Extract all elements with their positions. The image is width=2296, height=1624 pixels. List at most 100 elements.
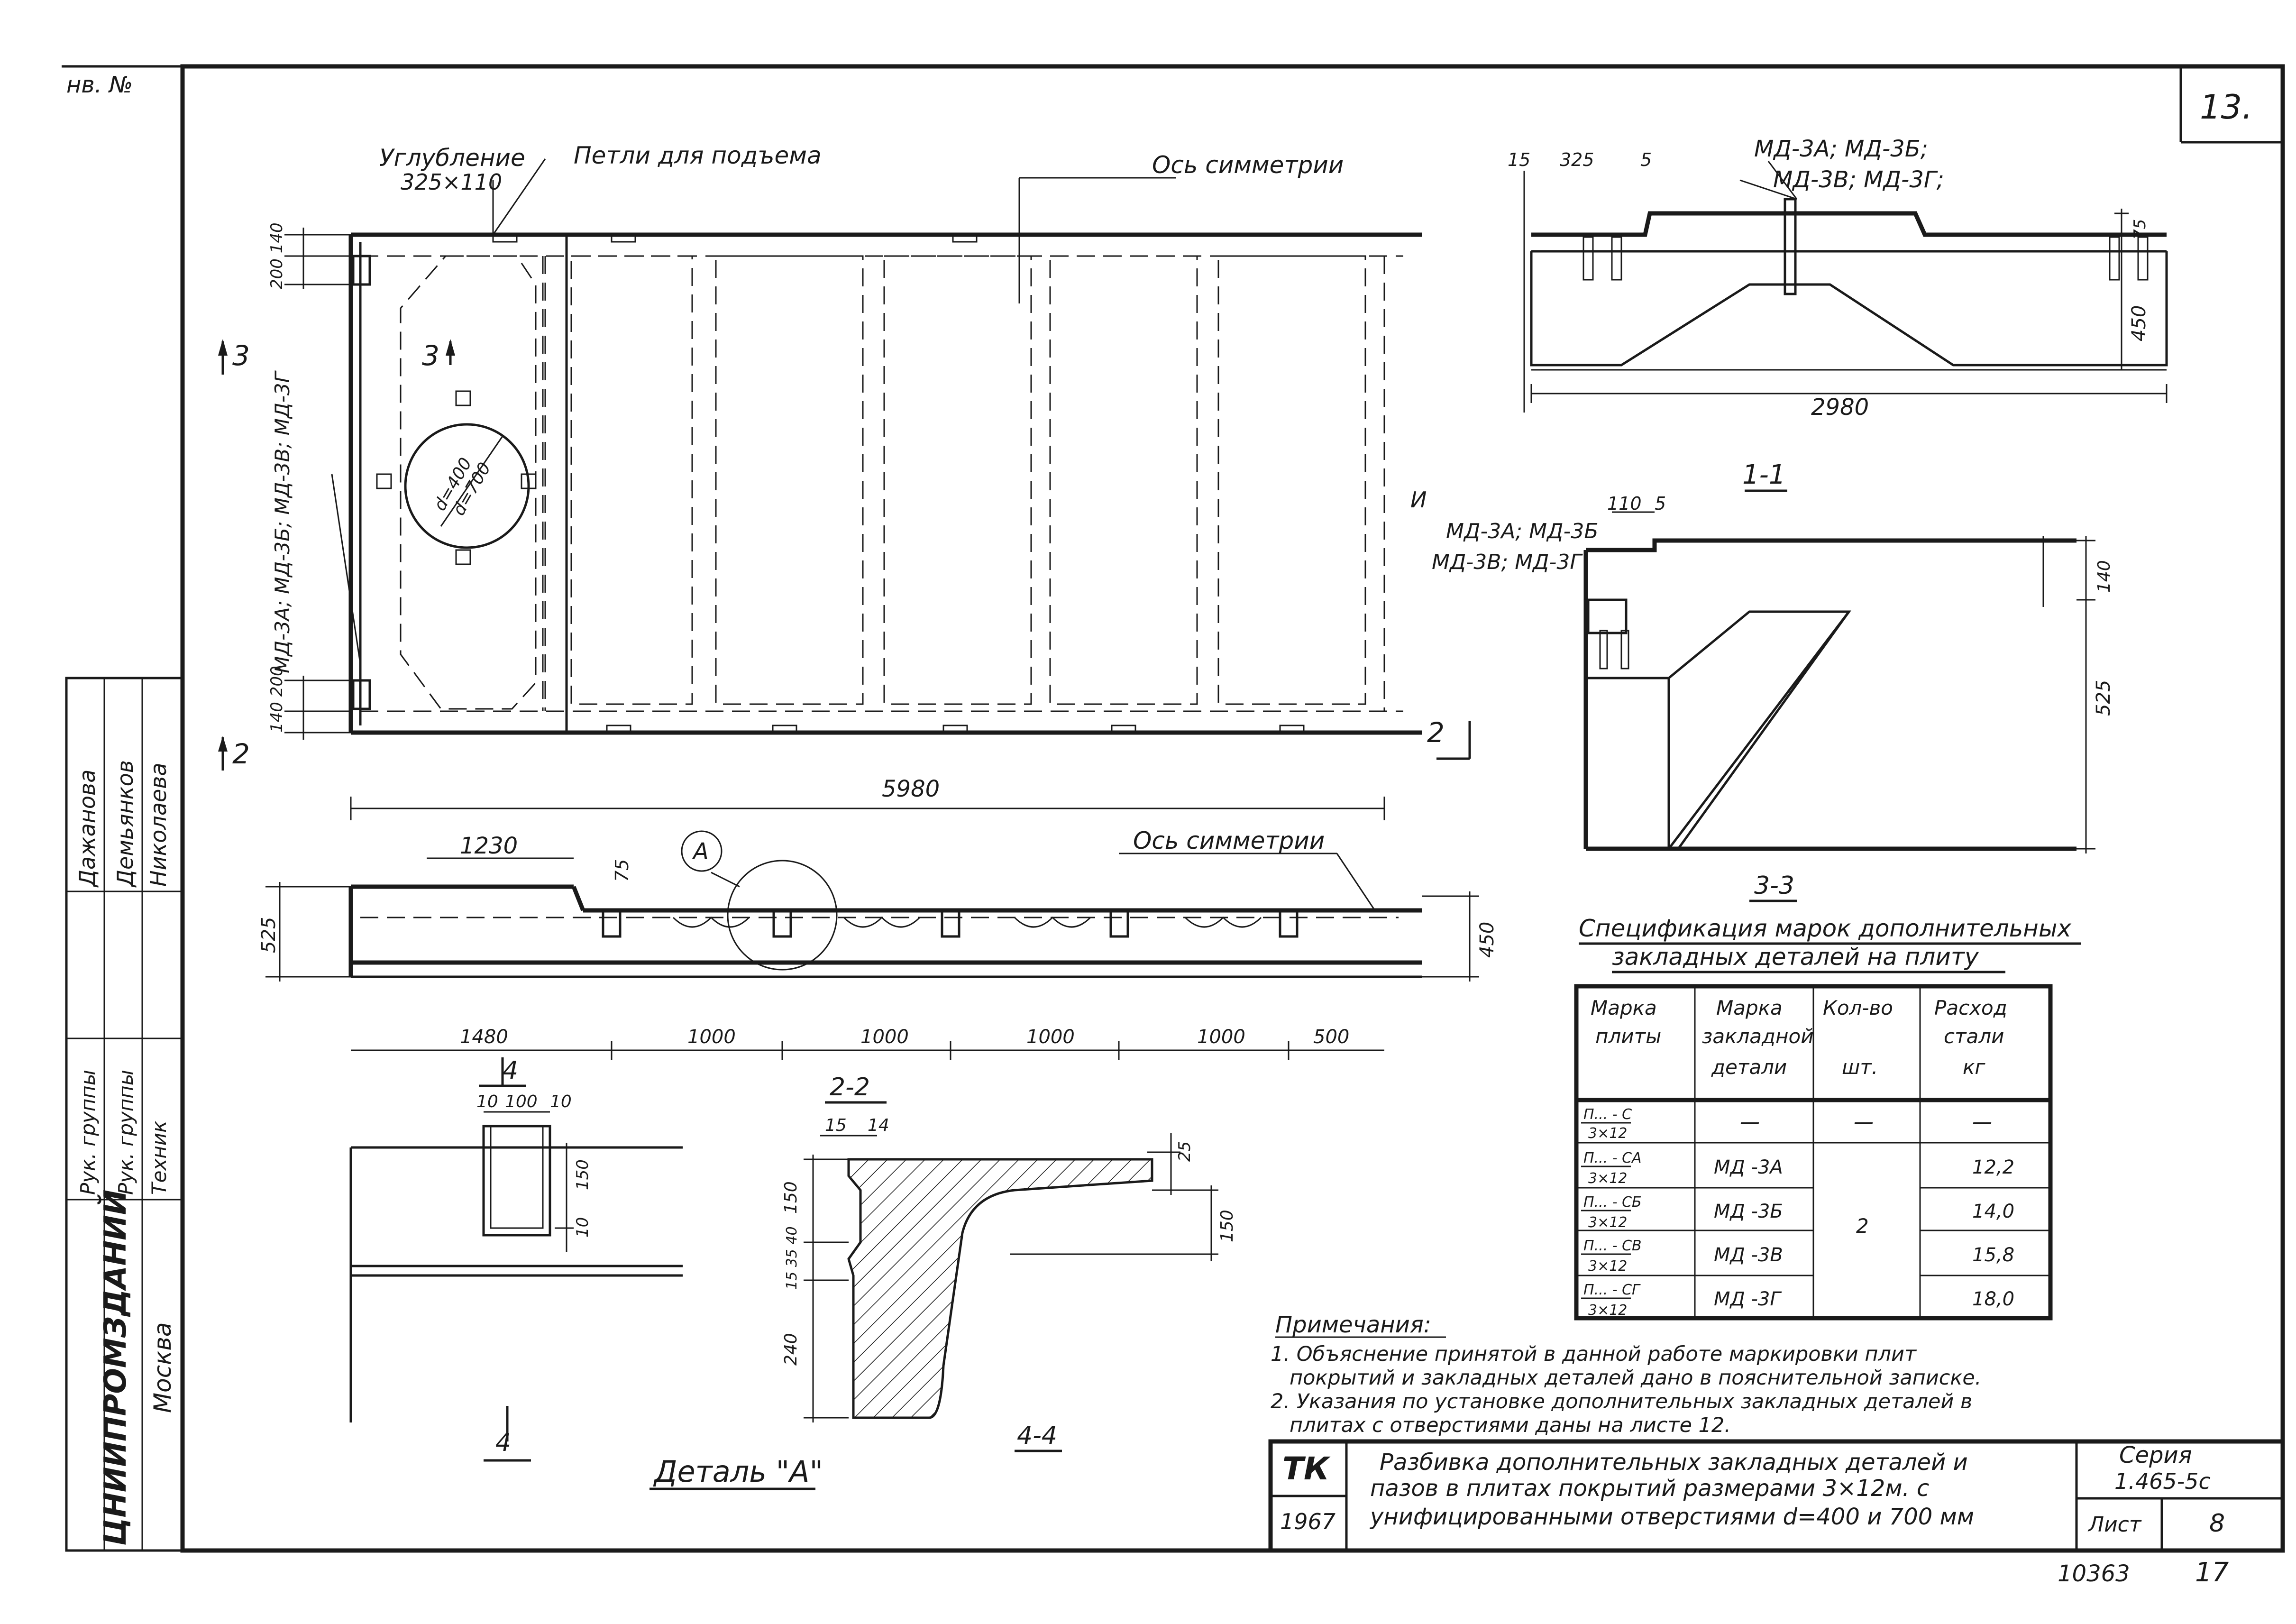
section-1-1-dim-15: 15 [1508, 149, 1530, 170]
spec-table [1574, 984, 2053, 1321]
section-1-1-embed-label-1: МД-3А; МД-3Б; [1754, 136, 1928, 162]
notes-line-3: 2. Указания по установке дополнительных … [1271, 1390, 1972, 1413]
plan-embed-marks-label: МД-3А; МД-3Б; МД-3В; МД-3Г [271, 370, 294, 673]
stamp-role-2: Рук. группы [114, 1070, 137, 1195]
section-1-1-dim-5: 5 [1640, 149, 1652, 170]
stamp-name-3: Николаева [146, 762, 171, 887]
spec-row-5-plate-bot: 3×12 [1588, 1302, 1627, 1319]
section-1-1-dim-450: 450 [2128, 305, 2150, 341]
section-3-left-mark: 3 [232, 339, 250, 372]
span-dim-4: 1000 [1026, 1026, 1075, 1048]
notes-line-1: 1. Объяснение принятой в данной работе м… [1271, 1342, 1917, 1366]
spec-row-1-plate-top: П... - С [1583, 1106, 1632, 1123]
section-3-3-dim-140: 140 [2095, 560, 2114, 593]
section-2-right-mark: 2 [1427, 716, 1445, 749]
elevation-dim-1230: 1230 [460, 833, 518, 859]
section-1-1-title: 1-1 [1742, 459, 1785, 490]
title-block-series-value: 1.465-5с [2114, 1468, 2211, 1494]
section-2-2-title: 2-2 [830, 1073, 870, 1101]
section-2-2-dim-15: 15 [825, 1116, 847, 1135]
spec-header-steel-1: Расход [1934, 996, 2007, 1019]
spec-row-1-qty: — [1854, 1110, 1874, 1133]
span-dim-2: 1000 [687, 1026, 736, 1048]
section-2-2-dim-14: 14 [868, 1116, 889, 1135]
spec-row-5-plate-top: П... - СГ [1583, 1282, 1641, 1298]
title-block [1268, 1439, 2285, 1553]
spec-row-1-steel: — [1972, 1110, 1992, 1133]
section-2-2-dim-240: 240 [781, 1333, 801, 1366]
section-3-3-embed-label-1: МД-3А; МД-3Б [1446, 519, 1599, 543]
section-2-2-view [804, 1101, 1218, 1452]
spec-row-1-part: — [1740, 1110, 1760, 1133]
title-block-title-3: унифицированными отверстиями d=400 и 700… [1369, 1504, 1974, 1530]
title-block-sheet-value: 8 [2209, 1509, 2225, 1538]
left-stamp [65, 677, 184, 1552]
detail-a-dim-10-vert: 10 [573, 1217, 592, 1238]
section-2-left-mark: 2 [232, 738, 250, 770]
elevation-dim-75: 75 [612, 859, 632, 882]
stamp-city: Москва [149, 1322, 176, 1413]
plan-mark-i: И [1410, 487, 1427, 513]
section-1-1-embed-label-2: МД-3В; МД-3Г; [1773, 166, 1944, 193]
section-4-top-mark: 4 [503, 1056, 518, 1085]
section-3-3-dim-525: 525 [2093, 680, 2114, 716]
elevation-symmetry-axis: Ось симметрии [1133, 827, 1325, 854]
sheet-number-corner: 13. [2200, 88, 2252, 127]
section-3-3-title: 3-3 [1754, 872, 1794, 900]
title-block-title-2: пазов в плитах покрытий размерами 3×12м.… [1370, 1475, 1929, 1502]
plan-dim-top-left: 200 140 [267, 222, 286, 289]
section-2-2-dim-150-left: 150 [781, 1181, 801, 1214]
section-4-4-title: 4-4 [1017, 1422, 1057, 1450]
section-4-bottom-mark: 4 [495, 1429, 511, 1457]
section-1-1-dim-75: 75 [2131, 219, 2150, 239]
spec-row-4-steel: 15,8 [1972, 1244, 2014, 1266]
stamp-name-1: Дажанова [74, 770, 100, 888]
spec-row-3-steel: 14,0 [1972, 1201, 2014, 1222]
section-2-2-dim-mid: 15 35 40 [784, 1226, 800, 1290]
callout-a-letter: А [692, 838, 709, 865]
section-3-3-dim-5: 5 [1655, 493, 1666, 514]
archive-number-label: нв. № [66, 72, 133, 98]
detail-a-title: Деталь "А" [653, 1454, 823, 1489]
section-2-2-dim-25: 25 [1175, 1141, 1194, 1162]
label-lifting-loops: Петли для подъема [574, 142, 822, 169]
bottom-page-number: 17 [2195, 1557, 2229, 1588]
span-dim-6: 500 [1313, 1026, 1349, 1048]
notes-line-4: плитах с отверстиями даны на листе 12. [1290, 1413, 1731, 1437]
spec-title-line-2: закладных деталей на плиту [1612, 943, 1979, 971]
notes-title: Примечания: [1275, 1312, 1431, 1338]
title-block-title-1: Разбивка дополнительных закладных детале… [1380, 1449, 1968, 1476]
detail-a-dim-10-left: 10 [476, 1092, 498, 1111]
section-1-1-dim-2980: 2980 [1811, 394, 1869, 421]
spec-row-3-plate-bot: 3×12 [1588, 1214, 1627, 1231]
elevation-dim-450: 450 [1476, 922, 1498, 958]
section-3-3-view [1583, 511, 2095, 902]
spec-title-line-1: Спецификация марок дополнительных [1579, 915, 2071, 942]
label-recess: Углубление [379, 144, 525, 172]
spec-header-plate-1: Марка [1591, 996, 1657, 1019]
elevation-view [265, 797, 1479, 1060]
spec-header-plate-2: плиты [1595, 1025, 1661, 1048]
archive-bottom-number: 10363 [2058, 1560, 2130, 1587]
plan-dim-bottom-left: 140 200 [267, 666, 286, 733]
title-block-series-label: Серия [2119, 1442, 2192, 1468]
label-symmetry-axis-plan: Ось симметрии [1152, 151, 1344, 179]
spec-row-4-plate-bot: 3×12 [1588, 1258, 1627, 1275]
spec-header-steel-3: кг [1963, 1055, 1985, 1079]
title-block-sheet-label: Лист [2087, 1513, 2142, 1537]
section-1-1-view [1523, 161, 2168, 492]
spec-row-4-part: МД -3В [1714, 1244, 1783, 1266]
elevation-dim-525: 525 [258, 917, 280, 953]
spec-row-3-plate-top: П... - СБ [1583, 1194, 1642, 1211]
spec-row-1-plate-bot: 3×12 [1588, 1125, 1627, 1142]
elevation-dim-total: 5980 [882, 776, 940, 802]
section-1-1-dim-325: 325 [1560, 149, 1594, 170]
spec-header-qty-1: Кол-во [1823, 996, 1893, 1019]
detail-a-dim-10-right: 10 [550, 1092, 572, 1111]
detail-a-dim-150: 150 [573, 1159, 592, 1190]
spec-row-3-qty: 2 [1856, 1214, 1869, 1238]
spec-row-5-part: МД -3Г [1714, 1288, 1782, 1310]
stamp-organization: ЦНИИПРОМЗДАНИЙ [97, 1190, 133, 1546]
spec-header-part-1: Марка [1716, 996, 1783, 1019]
